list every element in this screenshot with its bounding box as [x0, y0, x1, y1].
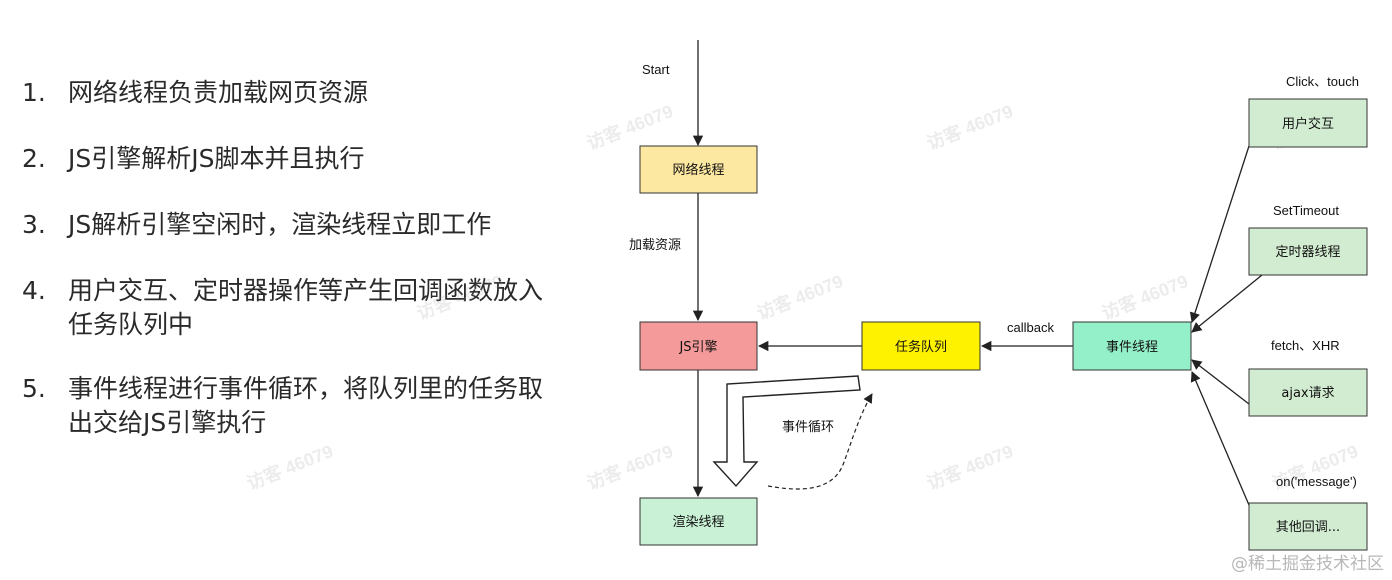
- other-callbacks-node: [1248, 502, 1368, 551]
- timer-thread-label: 定时器线程: [1275, 245, 1340, 260]
- step-text: JS解析引擎空闲时，渲染线程立即工作: [68, 210, 492, 239]
- watermark: 访客 46079: [584, 440, 676, 494]
- network-thread-label: 网络线程: [672, 162, 724, 178]
- other-to-event-arrow: [1190, 371, 1250, 506]
- task-queue-label: 任务队列: [895, 339, 947, 355]
- timer-to-event-arrow: [1191, 274, 1263, 333]
- step-number: 3.: [22, 210, 46, 239]
- other-callbacks-label: 其他回调...: [1276, 520, 1340, 535]
- step-item: 5. 事件线程进行事件循环，将队列里的任务取出交给JS引擎执行: [22, 372, 562, 440]
- watermark: 访客 46079: [924, 440, 1016, 494]
- event-thread-node: [1072, 321, 1192, 371]
- render-thread-label: 渲染线程: [672, 515, 724, 530]
- set-timeout-annotation: SetTimeout: [1273, 203, 1339, 218]
- start-annotation: Start: [642, 62, 670, 77]
- watermark: 访客 46079: [414, 270, 506, 324]
- interaction-to-event-arrow: [1189, 145, 1250, 323]
- step-number: 4.: [22, 276, 46, 305]
- site-footer-watermark: @稀土掘金技术社区: [1231, 554, 1384, 574]
- step-item: 4. 用户交互、定时器操作等产生回调函数放入任务队列中: [22, 274, 562, 342]
- timer-thread-node: [1248, 227, 1368, 276]
- step-number: 5.: [22, 374, 46, 403]
- on-message-annotation: on('message'): [1276, 474, 1357, 489]
- step-text: 网络线程负责加载网页资源: [68, 78, 369, 107]
- watermark: 访客 46079: [924, 100, 1016, 154]
- render-thread-node: [639, 497, 758, 546]
- ajax-to-event-arrow: [1191, 359, 1250, 405]
- ajax-request-label: ajax请求: [1281, 386, 1334, 401]
- callback-annotation: callback: [1007, 320, 1054, 335]
- step-text: 用户交互、定时器操作等产生回调函数放入任务队列中: [68, 276, 544, 339]
- network-thread-node: [639, 145, 758, 194]
- event-loop-dashed-arrow: [767, 393, 873, 490]
- watermark-layer: 访客 46079 访客 46079 访客 46079 访客 46079 访客 4…: [244, 100, 1361, 494]
- step-item: 2. JS引擎解析JS脚本并且执行: [22, 142, 562, 176]
- ajax-request-node: [1248, 368, 1368, 417]
- step-item: 1. 网络线程负责加载网页资源: [22, 76, 562, 110]
- watermark: 访客 46079: [1099, 270, 1191, 324]
- step-text: 事件线程进行事件循环，将队列里的任务取出交给JS引擎执行: [68, 374, 544, 437]
- js-engine-label: JS引擎: [678, 340, 717, 355]
- js-engine-node: [639, 321, 758, 371]
- step-item: 3. JS解析引擎空闲时，渲染线程立即工作: [22, 208, 562, 242]
- step-number: 2.: [22, 144, 46, 173]
- watermark: 访客 46079: [244, 440, 336, 494]
- event-thread-label: 事件线程: [1106, 340, 1158, 355]
- task-queue-node: [861, 321, 981, 371]
- step-list: 1. 网络线程负责加载网页资源 2. JS引擎解析JS脚本并且执行 3. JS解…: [22, 76, 562, 440]
- load-resources-annotation: 加载资源: [629, 237, 681, 252]
- user-interaction-label: 用户交互: [1282, 116, 1334, 132]
- watermark: 访客 46079: [754, 270, 846, 324]
- step-text: JS引擎解析JS脚本并且执行: [68, 144, 365, 173]
- fetch-xhr-annotation: fetch、XHR: [1271, 338, 1340, 353]
- event-loop-annotation: 事件循环: [782, 419, 834, 434]
- user-interaction-node: [1248, 98, 1368, 148]
- click-touch-annotation: Click、touch: [1286, 74, 1359, 89]
- event-loop-hollow-arrow: [712, 375, 861, 488]
- step-number: 1.: [22, 78, 46, 107]
